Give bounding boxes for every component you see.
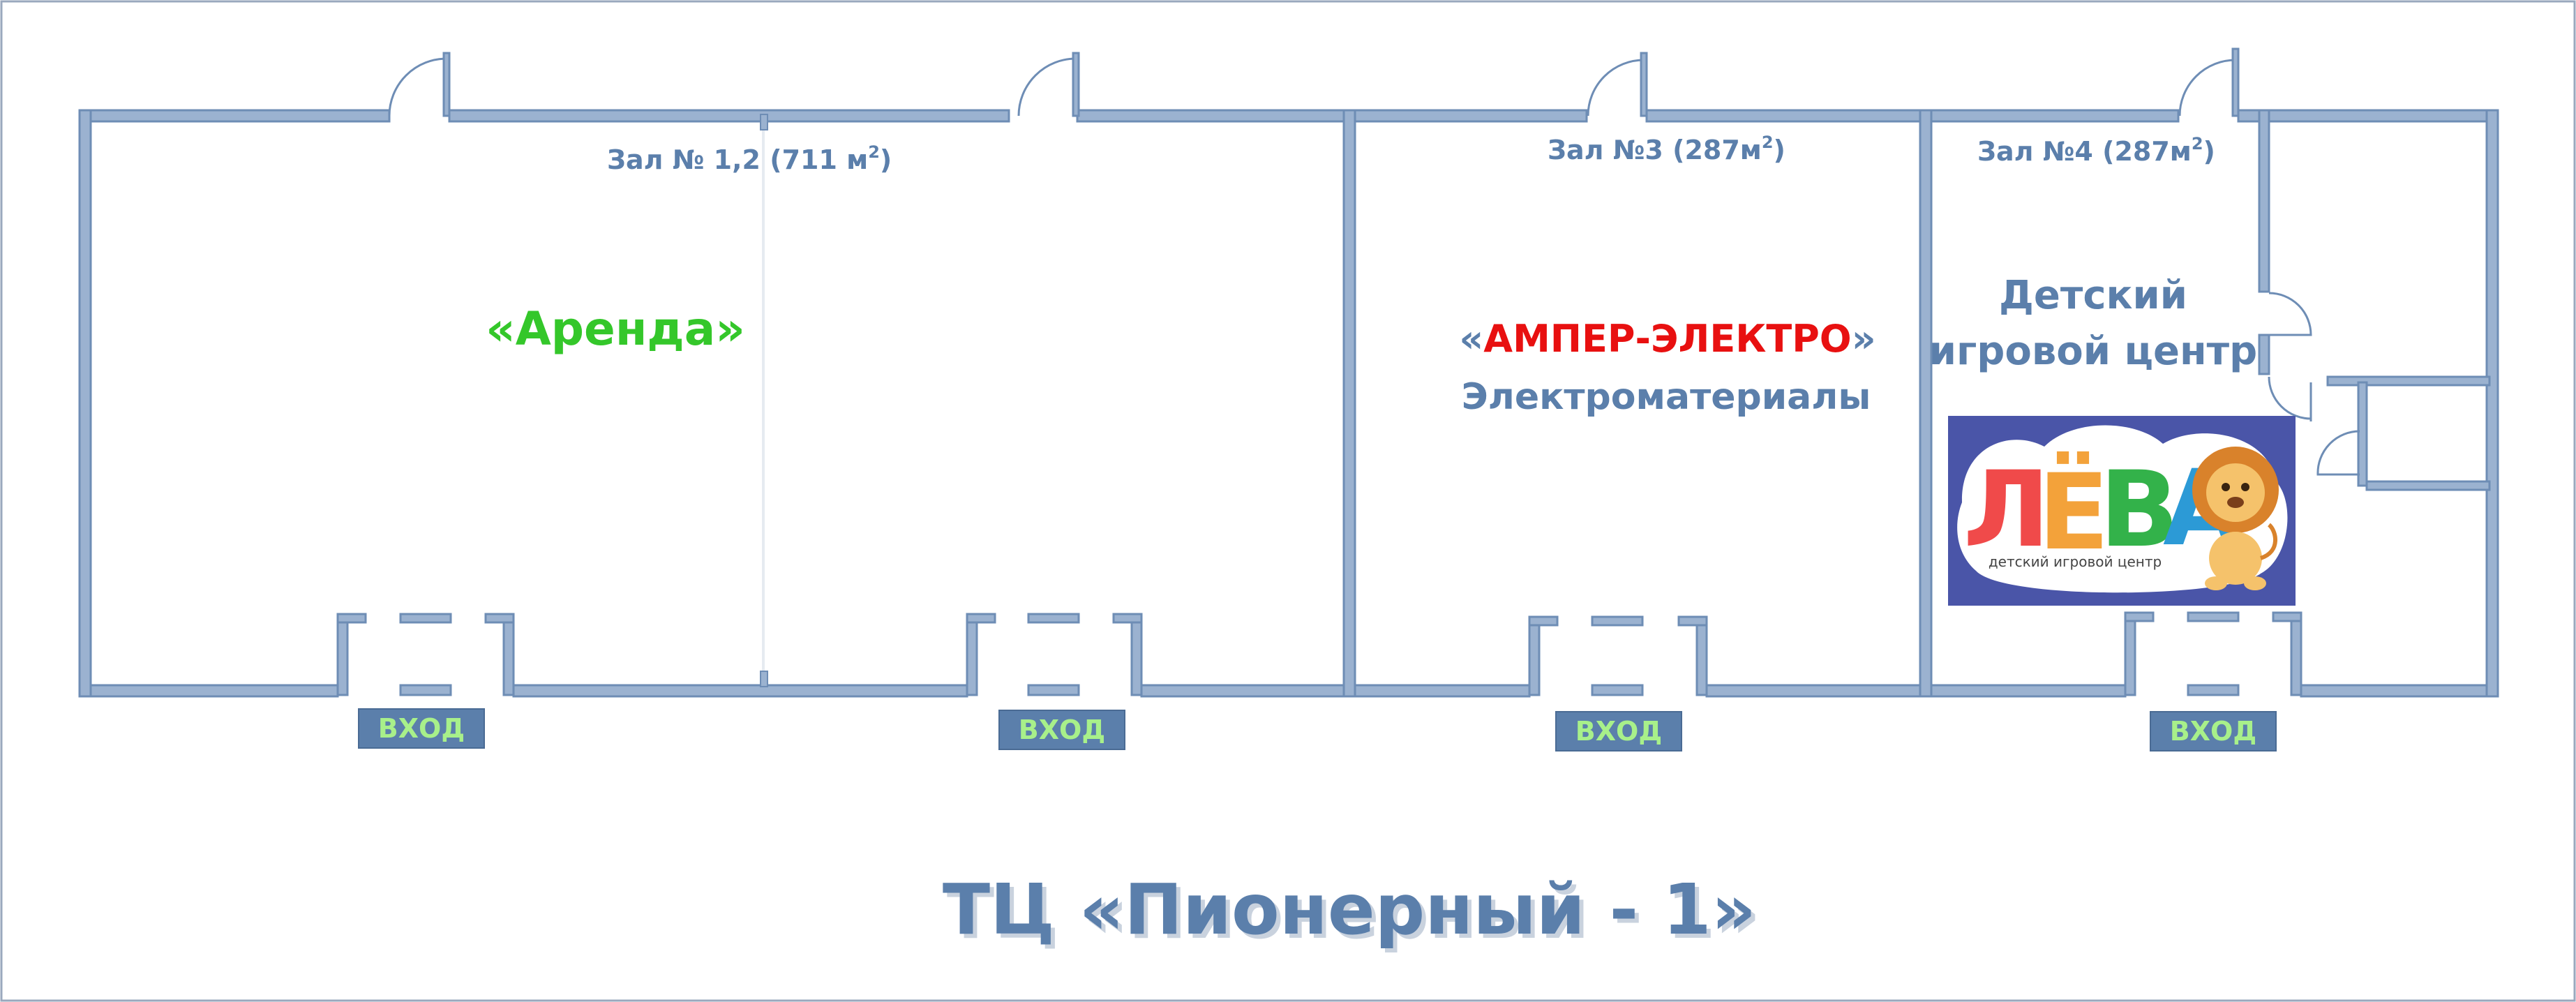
entrance-label: ВХОД <box>2170 716 2256 747</box>
logo-letter: В <box>2099 449 2179 571</box>
page-title-shadow: ТЦ «Пионерный - 1» <box>947 873 1760 955</box>
door-swing-icon <box>2316 430 2360 476</box>
hall-3-tenant: «АМПЕР-ЭЛЕКТРО» <box>1459 317 1875 361</box>
entrance-label: ВХОД <box>1019 715 1105 745</box>
outer-walls <box>78 109 2499 698</box>
entrance-badge: ВХОД <box>1555 711 1682 752</box>
logo-letter: Л <box>1963 449 2051 571</box>
hall-3-label: Зал №3 (287м2) <box>1548 133 1785 165</box>
hall-3-description: Электроматериалы <box>1462 376 1871 418</box>
hall-4-label: Зал №4 (287м2) <box>1977 134 2215 167</box>
entrance-vestibules <box>336 611 2302 696</box>
logo-subtitle: детский игровой центр <box>1989 553 2162 570</box>
leva-logo: Л Ё В А детский игровой центр <box>1948 416 2296 606</box>
hall-4-tenant-line1: Детский <box>1999 273 2187 318</box>
entrance-label: ВХОД <box>378 713 465 744</box>
door-swing-icon <box>2268 376 2312 421</box>
hall-1-2-label: Зал № 1,2 (711 м2) <box>607 142 892 175</box>
entrance-badge: ВХОД <box>358 708 485 749</box>
page-title: ТЦ «Пионерный - 1» <box>943 869 1756 950</box>
door-swing-icon <box>2268 292 2312 336</box>
door-swing-icon <box>1017 52 1080 117</box>
logo-letter: Ё <box>2038 451 2109 574</box>
hall-1-2-tenant: «Аренда» <box>486 302 745 356</box>
partition-wall <box>760 114 768 687</box>
entrance-badge: ВХОД <box>2150 711 2277 752</box>
lion-mascot-icon <box>2192 447 2279 590</box>
entrance-label: ВХОД <box>1575 716 1662 747</box>
door-swing-icon <box>2178 47 2240 117</box>
door-swing-icon <box>1587 52 1648 117</box>
hall-4-tenant-line2: игровой центр <box>1929 329 2257 374</box>
entrance-badge: ВХОД <box>998 710 1125 750</box>
door-swing-icon <box>388 52 451 117</box>
